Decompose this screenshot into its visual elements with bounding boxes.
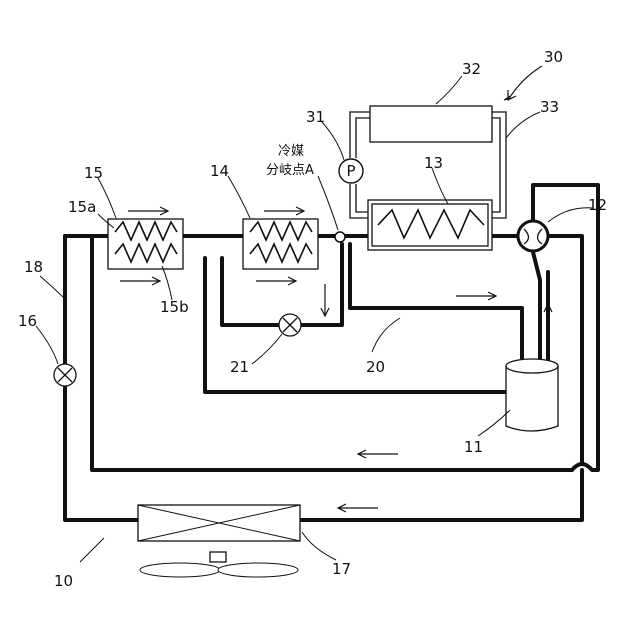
heat-exchanger-13: [368, 200, 492, 250]
label-14: 14: [210, 162, 229, 180]
pipe-33: [492, 112, 506, 218]
arrow-return: [358, 450, 398, 458]
bottom-return-pipe: [300, 470, 582, 520]
outdoor-unit-17: [138, 505, 300, 577]
label-10: 10: [54, 572, 73, 590]
arrow-14-top: [264, 207, 304, 215]
arrow-bottom: [338, 504, 378, 512]
fan-blade-left: [140, 563, 220, 577]
label-31: 31: [306, 108, 325, 126]
branch-point-label-line2: 分岐点A: [266, 163, 314, 178]
arrow-pipe-20: [456, 292, 496, 300]
pump-symbol: P: [346, 162, 355, 180]
branch-point-label-line1: 冷媒: [278, 144, 304, 159]
label-32: 32: [462, 60, 481, 78]
leader-lines: [36, 76, 593, 562]
label-18: 18: [24, 258, 43, 276]
label-30: 30: [544, 48, 563, 66]
label-15: 15: [84, 164, 103, 182]
label-20: 20: [366, 358, 385, 376]
compressor-discharge-pipe: [533, 252, 540, 360]
label-13: 13: [424, 154, 443, 172]
loop-line-left-top: [350, 112, 370, 158]
label-11: 11: [464, 438, 483, 456]
heat-exchanger-14: [243, 219, 318, 269]
arrow-down: [321, 284, 329, 316]
crossover-bridge: [572, 455, 598, 470]
label-17: 17: [332, 560, 351, 578]
loop-line-inner-right: [492, 118, 500, 212]
branch-point-a: [335, 232, 345, 242]
loop-line-inner: [356, 118, 370, 158]
label-12: 12: [588, 196, 607, 214]
arrow-15-bottom: [120, 277, 160, 285]
label-16: 16: [18, 312, 37, 330]
heat-exchanger-15: [108, 219, 183, 269]
label-15b: 15b: [160, 298, 189, 316]
arrow-up: [544, 304, 552, 336]
loop-line-left-bottom: [350, 184, 370, 218]
valve-21: [279, 314, 301, 336]
label-15a: 15a: [68, 198, 96, 216]
flow-arrows: [120, 207, 552, 512]
compressor-11: [506, 359, 558, 431]
label-33: 33: [540, 98, 559, 116]
arrow-30: [508, 66, 542, 100]
expansion-valve-16: [54, 364, 76, 386]
arrow-14-bottom: [256, 277, 296, 285]
reference-labels: 15 15a 15b 14 13 31 32 33 30 12 18 16 21…: [18, 48, 607, 590]
four-way-valve-12: [518, 221, 548, 251]
fan-blade-right: [218, 563, 298, 577]
arrow-15-top: [128, 207, 168, 215]
unit-32: [370, 106, 492, 142]
label-21: 21: [230, 358, 249, 376]
pump-31: P: [339, 159, 363, 183]
fan-motor: [210, 552, 226, 562]
